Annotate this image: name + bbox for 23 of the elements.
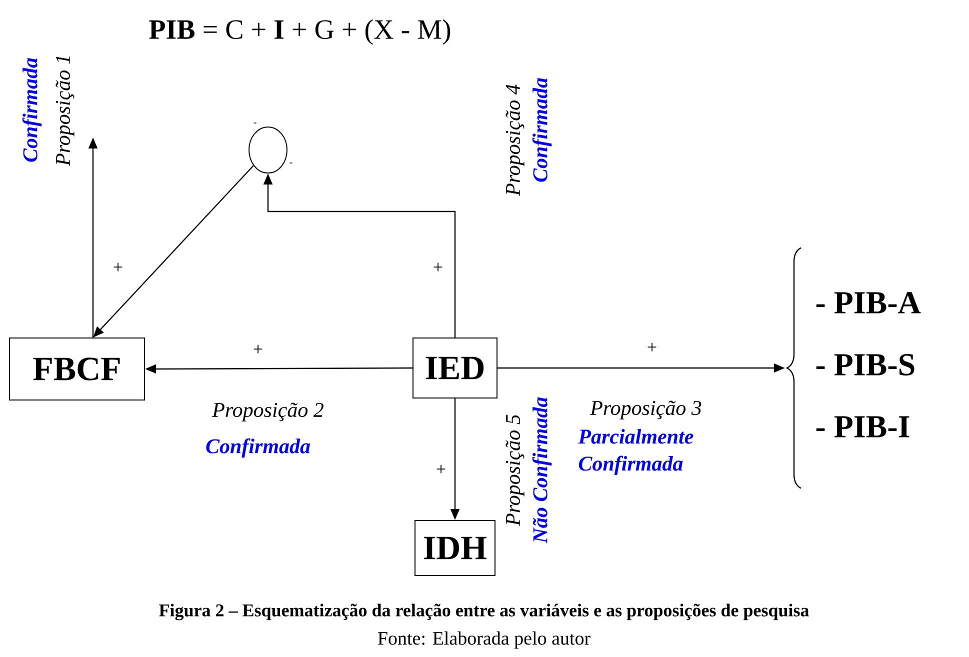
proposition-label: Proposição 4	[506, 84, 524, 196]
status-label: Confirmada	[22, 58, 42, 162]
proposition-label: Proposição 5	[506, 414, 524, 526]
source-note: Fonte: Elaborada pelo autor	[378, 631, 590, 649]
status-label: Confirmada	[532, 78, 552, 182]
status-label: Não Confirmada	[532, 397, 552, 544]
caption: Figura 2 – Esquematização da relação entre as variáveis e as proposições de pesquisa	[159, 604, 809, 620]
circle	[248, 126, 288, 174]
proposition-label: Proposição 3	[590, 400, 702, 420]
proposition-label: Proposição 1	[56, 56, 74, 166]
edge-label: +	[432, 262, 444, 274]
proposition-label: Proposição 2	[212, 402, 324, 422]
variable-box: IDH	[414, 520, 496, 576]
status-label: Confirmada	[206, 438, 310, 458]
status-label: Parcialmente Confirmada	[578, 429, 694, 476]
variable-box: IED	[412, 338, 498, 398]
edge-label: +	[646, 342, 658, 354]
edge-label: +	[112, 262, 124, 274]
edge-label: +	[252, 344, 264, 356]
variable-box: FBCF	[9, 338, 145, 400]
edge-label: +	[434, 464, 448, 476]
equation: PIB = C + I + G + (X - M)	[149, 19, 450, 45]
brace-list: - PIB-A - PIB-S - PIB-I	[786, 247, 921, 489]
